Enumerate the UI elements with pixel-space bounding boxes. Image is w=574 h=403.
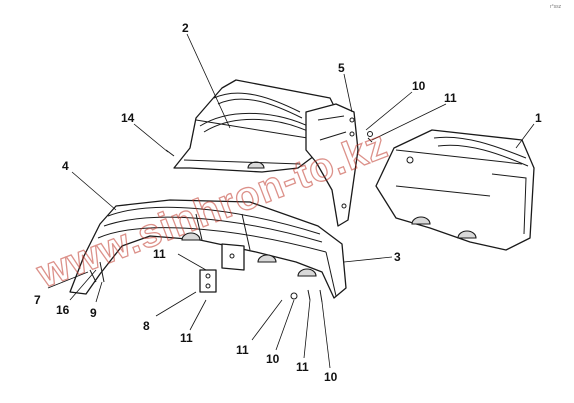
callout-5: 5: [338, 61, 345, 75]
callout-2: 2: [182, 21, 189, 35]
leader-lines: [47, 33, 535, 369]
callout-10-bottom-left: 10: [266, 352, 280, 366]
callout-11-low: 11: [180, 331, 193, 345]
callout-14: 14: [121, 111, 135, 125]
callout-7: 7: [34, 293, 41, 307]
callout-11-bottom-right: 11: [296, 360, 309, 374]
callout-11-top: 11: [444, 91, 457, 105]
callout-3: 3: [394, 250, 401, 264]
callout-16: 16: [56, 303, 70, 317]
callouts: 2 5 10 11 1 14 4 3 11 7 16 9 8 11 11 10 …: [34, 21, 542, 384]
part-4-side-fender: [69, 199, 347, 299]
callout-10-bottom-right: 10: [324, 370, 338, 384]
callout-11-mid: 11: [153, 247, 166, 261]
part-8-plates: [199, 243, 245, 293]
callout-1: 1: [535, 111, 542, 125]
callout-4: 4: [62, 159, 69, 173]
callout-10-top: 10: [412, 79, 426, 93]
part-5-bracket: [305, 103, 359, 227]
corner-mark: r°ssz: [550, 4, 562, 10]
callout-11-bottom-left: 11: [236, 343, 249, 357]
part-2-rear-fender: [173, 79, 335, 173]
callout-9: 9: [90, 306, 97, 320]
part-1-front-fender: [375, 129, 535, 251]
callout-8: 8: [143, 319, 150, 333]
